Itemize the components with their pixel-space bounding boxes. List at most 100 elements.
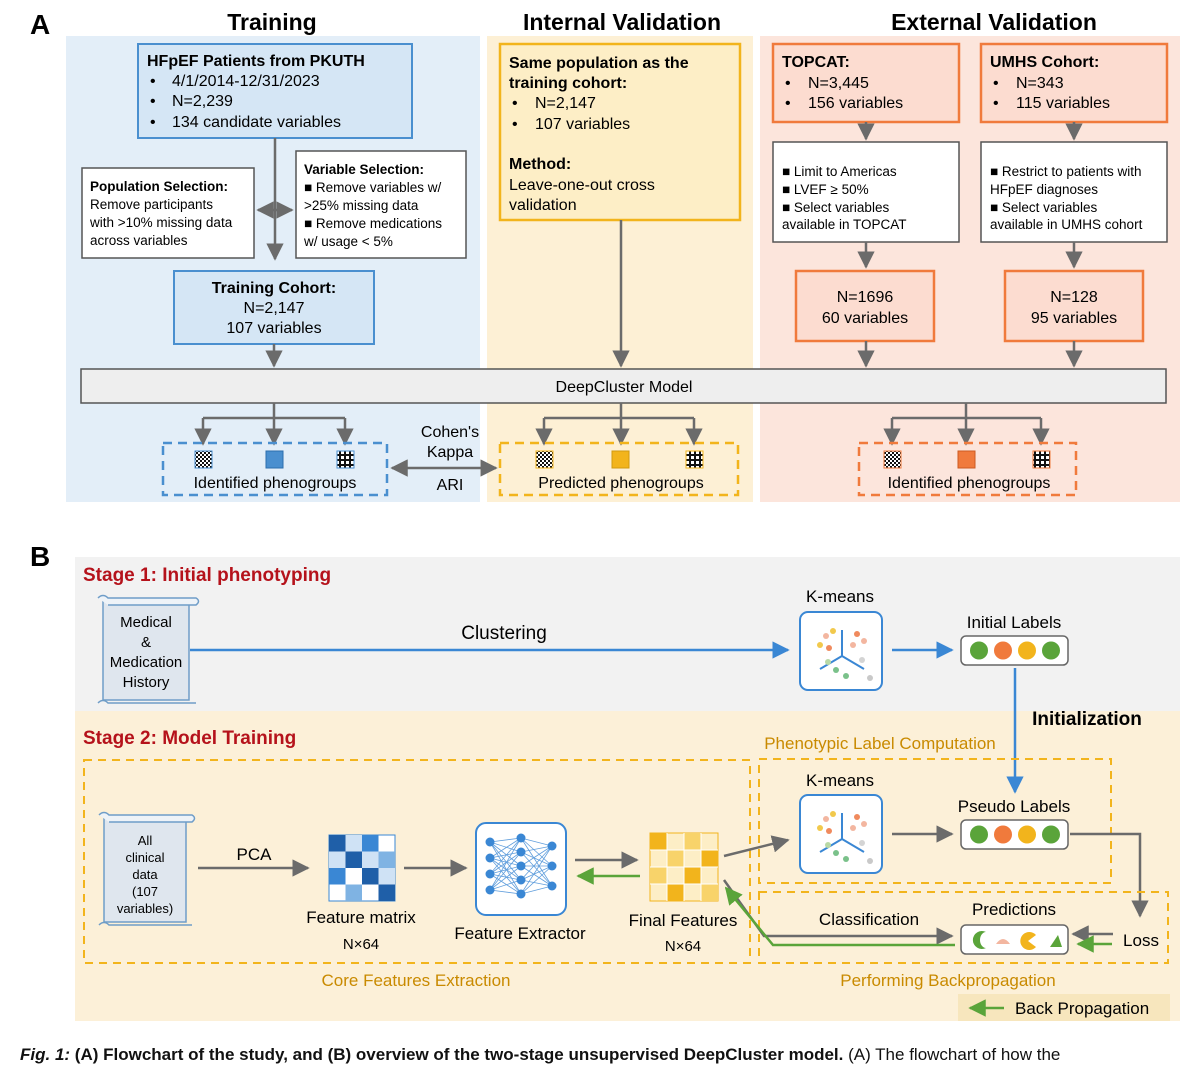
feature-matrix-dim: N×64 xyxy=(343,936,379,953)
umhs-result-box xyxy=(1003,269,1145,343)
stage2-title: Stage 2: Model Training xyxy=(83,728,296,749)
population-selection-box xyxy=(81,167,255,259)
medical-history-scroll-icon xyxy=(97,594,200,704)
caption-bold-text: (A) Flowchart of the study, and (B) over… xyxy=(74,1045,844,1064)
phenogroup-grid-icon xyxy=(336,450,355,469)
umhs-criteria-box xyxy=(980,141,1168,243)
internal-title-line: training cohort: xyxy=(509,75,627,92)
backprop-arrow-to-features xyxy=(724,886,955,947)
panel-b-letter: B xyxy=(30,541,50,572)
population-selection-line: Remove participants xyxy=(90,197,213,212)
umhs-criteria-line: HFpEF diagnoses xyxy=(990,182,1098,197)
deepcluster-model-label: DeepCluster Model xyxy=(556,379,693,396)
clinical-data-scroll-icon xyxy=(98,811,196,926)
internal-item: N=2,147 xyxy=(535,95,596,112)
topcat-box xyxy=(771,42,961,124)
pkuth-bullet: • xyxy=(150,114,156,131)
internal-item: 107 variables xyxy=(535,116,630,133)
phenogroup-checker-icon xyxy=(535,450,554,469)
figure-caption: Fig. 1: (A) Flowchart of the study, and … xyxy=(20,1045,1190,1065)
neural-network-icon xyxy=(475,822,567,916)
variable-selection-line: ■ Remove medications xyxy=(304,216,442,231)
phenogroup-grid-icon xyxy=(1032,450,1051,469)
medical-history-line: Medical xyxy=(120,614,172,631)
phenogroup-solid-icon xyxy=(265,450,284,469)
umhs-criteria-line: ■ Select variables xyxy=(990,200,1097,215)
medical-history-line: History xyxy=(123,674,170,691)
identified-phenogroups-label: Identified phenogroups xyxy=(888,475,1051,492)
loss-label: Loss xyxy=(1123,931,1159,950)
phenogroup-grid-icon xyxy=(685,450,704,469)
topcat-bullet: • xyxy=(785,75,791,92)
caption-fig-label: Fig. 1: xyxy=(20,1045,71,1064)
internal-method-line: validation xyxy=(509,197,577,214)
population-selection-line: across variables xyxy=(90,233,188,248)
topcat-title: TOPCAT: xyxy=(782,54,850,71)
internal-method-title: Method: xyxy=(509,156,571,173)
pkuth-title: HFpEF Patients from PKUTH xyxy=(147,53,365,70)
deepcluster-model-bar xyxy=(80,368,1167,404)
identified-phenogroups-external xyxy=(857,441,1078,497)
training-cohort-box xyxy=(173,270,375,345)
population-selection-line: with >10% missing data xyxy=(89,215,233,230)
phenotypic-label-title: Phenotypic Label Computation xyxy=(764,734,996,753)
topcat-item: N=3,445 xyxy=(808,75,869,92)
pkuth-patients-box xyxy=(137,43,413,139)
pca-label: PCA xyxy=(237,845,273,864)
identified-phenogroups-label: Identified phenogroups xyxy=(194,475,357,492)
phenogroup-solid-icon xyxy=(957,450,976,469)
predictions-icon xyxy=(960,924,1069,955)
pkuth-bullet: • xyxy=(150,73,156,90)
internal-population-box xyxy=(498,42,742,222)
topcat-criteria-line: available in TOPCAT xyxy=(782,217,907,232)
umhs-criteria-line: available in UMHS cohort xyxy=(990,217,1143,232)
topcat-criteria-line: ■ Limit to Americas xyxy=(782,164,897,179)
classification-label: Classification xyxy=(819,910,919,929)
phenogroup-solid-icon xyxy=(611,450,630,469)
initialization-label: Initialization xyxy=(1032,709,1142,730)
panel-a-letter: A xyxy=(30,9,50,40)
topcat-result-vars: 60 variables xyxy=(822,310,908,327)
variable-selection-line: w/ usage < 5% xyxy=(303,234,393,249)
variable-selection-line: >25% missing data xyxy=(304,198,419,213)
external-validation-header: External Validation xyxy=(891,9,1097,35)
feature-matrix-icon xyxy=(328,834,396,902)
feature-matrix-label: Feature matrix xyxy=(306,908,416,927)
medical-history-line: & xyxy=(141,634,151,651)
topcat-criteria-line: ■ LVEF ≥ 50% xyxy=(782,182,869,197)
training-cohort-n: N=2,147 xyxy=(244,300,305,317)
ari-label: ARI xyxy=(437,477,464,494)
predicted-phenogroups-internal xyxy=(498,441,740,497)
performing-backprop-title: Performing Backpropagation xyxy=(840,971,1055,990)
stage1-title: Stage 1: Initial phenotyping xyxy=(83,565,331,586)
kmeans-top-label: K-means xyxy=(806,587,874,606)
pseudo-labels-icon xyxy=(960,819,1069,850)
variable-selection-title: Variable Selection: xyxy=(304,162,424,177)
umhs-item: N=343 xyxy=(1016,75,1064,92)
pkuth-item: N=2,239 xyxy=(172,93,233,110)
cohen-label: Cohen's xyxy=(421,424,479,441)
core-features-title: Core Features Extraction xyxy=(322,971,511,990)
umhs-bullet: • xyxy=(993,75,999,92)
umhs-criteria-line: ■ Restrict to patients with xyxy=(990,164,1141,179)
internal-title-line: Same population as the xyxy=(509,55,689,72)
final-features-label: Final Features xyxy=(629,911,738,930)
clinical-data-line: All xyxy=(138,833,153,848)
umhs-box xyxy=(979,42,1169,124)
umhs-title: UMHS Cohort: xyxy=(990,54,1099,71)
final-features-dim: N×64 xyxy=(665,938,701,955)
kappa-label: Kappa xyxy=(427,444,473,461)
clinical-data-line: variables) xyxy=(117,901,173,916)
variable-selection-line: ■ Remove variables w/ xyxy=(304,180,441,195)
final-features-icon xyxy=(649,832,719,902)
predicted-phenogroups-label: Predicted phenogroups xyxy=(538,475,703,492)
umhs-result-vars: 95 variables xyxy=(1031,310,1117,327)
predictions-label: Predictions xyxy=(972,900,1056,919)
topcat-bullet: • xyxy=(785,95,791,112)
umhs-result-n: N=128 xyxy=(1050,289,1098,306)
clinical-data-line: clinical xyxy=(125,850,164,865)
internal-method-line: Leave-one-out cross xyxy=(509,177,655,194)
training-cohort-vars: 107 variables xyxy=(226,320,321,337)
topcat-result-n: N=1696 xyxy=(837,289,894,306)
stage1-bg xyxy=(75,557,1180,711)
